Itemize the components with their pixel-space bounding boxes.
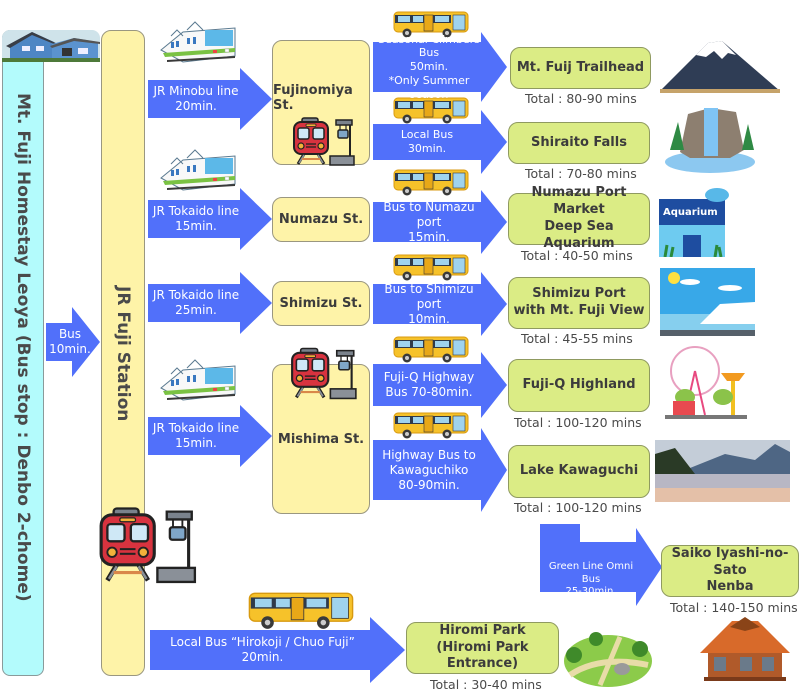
total-time: Total : 45-55 mins (521, 331, 633, 346)
destination-label: Saiko Iyashi-no-Sato Nenba (671, 545, 789, 595)
train-station-icon (98, 490, 198, 602)
total-time: Total : 70-80 mins (525, 166, 637, 181)
origin-label: Mt. Fuji Homestay Leoya (Bus stop : Denb… (13, 93, 33, 602)
bus-arrow-fujiq: Fuji-Q Highway Bus 70-80min. (373, 352, 507, 418)
destination-kawaguchi: Lake Kawaguchi (508, 445, 650, 498)
train-station-icon (292, 116, 356, 167)
destination-label: Shimizu Port with Mt. Fuji View (513, 286, 645, 318)
destination-saiko: Saiko Iyashi-no-Sato Nenba (661, 545, 799, 597)
bus-arrow-label: Bus to Numazu port 15min. (383, 199, 475, 244)
bus-arrow-label: Bus to Shimizu port 10min. (384, 281, 474, 326)
thatched-house-image (700, 617, 790, 681)
destination-label: Mt. Fuij Trailhead (516, 59, 645, 75)
bus-arrow-label: Local Bus “Hirokoji / Chuo Fuji” 20min. (170, 635, 355, 664)
station-shimizu: Shimizu St. (272, 281, 370, 326)
train-arrow-shimizu: JR Tokaido line 25min. (148, 272, 272, 334)
aquarium-sign: Aquarium (663, 207, 718, 218)
destination-label: Numazu Port Market Deep Sea Aquarium (531, 185, 627, 251)
bus-arrow-label: Local Bus 30min. (400, 128, 454, 155)
bus-arrow-label: Highway Bus to Kawaguchiko 80-90min. (382, 447, 476, 492)
train-arrow-label: JR Tokaido line 15min. (152, 204, 240, 233)
station-numazu: Numazu St. (272, 197, 370, 242)
bus-arrow-numazu-port: Bus to Numazu port 15min. (373, 190, 507, 254)
bus-arrow-label: Green Line Omni Bus 25-30min. (548, 561, 634, 598)
train-arrow-label: JR Tokaido line 15min. (152, 421, 240, 450)
destination-shiraito: Shiraito Falls (508, 122, 650, 164)
destination-label: Shiraito Falls (531, 134, 627, 150)
bus-arrow-shiraito: Local Bus 30min. (373, 110, 507, 174)
aquarium-image: Aquarium (659, 188, 729, 257)
bus-arrow-origin-label: Bus 10min. (49, 327, 91, 356)
train-station-icon (290, 346, 358, 401)
station-label: Shimizu St. (279, 296, 363, 311)
total-time: Total : 80-90 mins (525, 91, 637, 106)
destination-numazu-port: Numazu Port Market Deep Sea Aquarium (508, 185, 650, 251)
train-arrow-numazu: JR Tokaido line 15min. (148, 188, 272, 250)
total-time: Total : 30-40 mins (430, 677, 542, 692)
green-train-icon (160, 21, 236, 63)
amusement-park-image (665, 346, 747, 419)
station-label: Fujinomiya St. (273, 82, 353, 113)
waterfall-image (665, 108, 755, 173)
destination-trailhead: Mt. Fuij Trailhead (510, 47, 651, 89)
bus-arrow-label: Seasonal Climbers Bus 50min. *Only Summe… (378, 32, 480, 101)
port-ship-image (660, 268, 755, 336)
bus-arrow-hiromi: Local Bus “Hirokoji / Chuo Fuji” 20min. (150, 617, 405, 683)
mountain-fuji-image (660, 41, 780, 93)
destination-shimizu-port: Shimizu Port with Mt. Fuji View (508, 277, 650, 329)
total-time: Total : 140-150 mins (670, 600, 798, 615)
origin-column: Mt. Fuji Homestay Leoya (Bus stop : Denb… (2, 30, 44, 676)
jr-fuji-station-column: JR Fuji Station (101, 30, 145, 676)
station-label: Numazu St. (278, 212, 364, 227)
bus-arrow-origin: Bus 10min. (46, 307, 100, 377)
lake-image (655, 440, 790, 502)
destination-label: Lake Kawaguchi (519, 463, 639, 479)
total-time: Total : 100-120 mins (514, 500, 642, 515)
total-time: Total : 100-120 mins (514, 415, 642, 430)
train-arrow-fujinomiya: JR Minobu line 20min. (148, 68, 272, 130)
bus-arrow-kawaguchi: Highway Bus to Kawaguchiko 80-90min. (373, 428, 507, 512)
station-label: Mishima St. (277, 431, 365, 447)
green-train-icon (160, 359, 236, 401)
bus-arrow-trailhead: Seasonal Climbers Bus 50min. *Only Summe… (373, 32, 507, 102)
bus-arrow-shimizu-port: Bus to Shimizu port 10min. (373, 272, 507, 336)
train-arrow-label: JR Minobu line 20min. (153, 84, 239, 113)
destination-label: Fuji-Q Highland (522, 377, 636, 393)
train-arrow-label: JR Tokaido line 25min. (152, 288, 240, 317)
park-image (564, 632, 652, 687)
destination-label: Hiromi Park (Hiromi Park Entrance) (436, 622, 529, 672)
bus-arrow-saiko: Green Line Omni Bus 25-30min. (540, 524, 662, 606)
hub-label: JR Fuji Station (113, 286, 133, 422)
destination-fujiq: Fuji-Q Highland (508, 359, 650, 412)
bus-arrow-label: Fuji-Q Highway Bus 70-80min. (383, 370, 475, 399)
destination-hiromi: Hiromi Park (Hiromi Park Entrance) (406, 622, 559, 674)
total-time: Total : 40-50 mins (521, 248, 633, 263)
house-photo-icon (2, 30, 100, 62)
train-arrow-mishima: JR Tokaido line 15min. (148, 405, 272, 467)
